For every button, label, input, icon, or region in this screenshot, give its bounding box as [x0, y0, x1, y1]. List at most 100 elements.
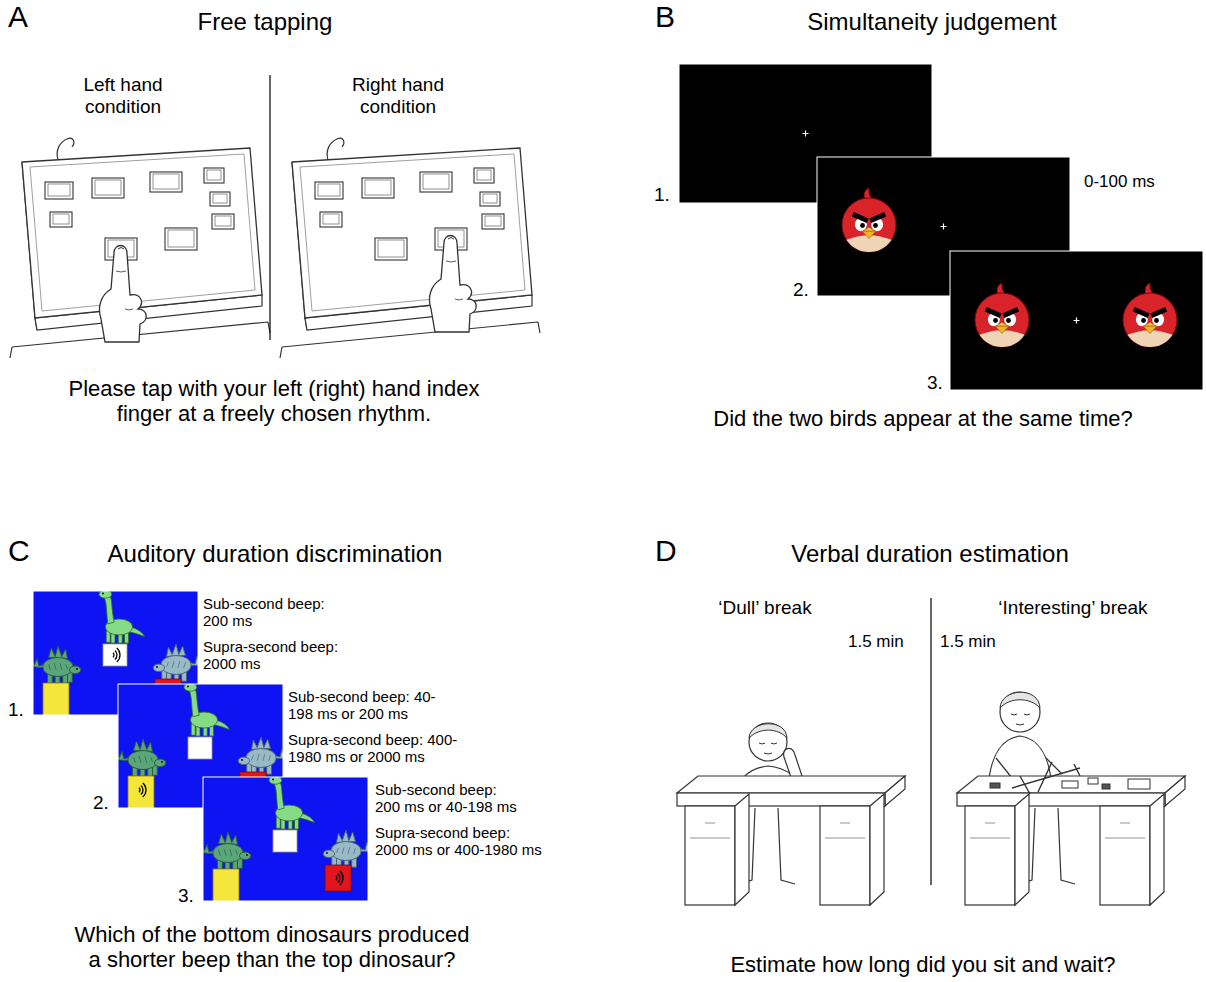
tapping-board — [480, 192, 500, 206]
dinosaur-figure — [331, 842, 361, 861]
dinosaur-figure — [118, 739, 166, 776]
desk — [1165, 776, 1185, 806]
bird-icon — [1144, 322, 1156, 326]
tapping-board — [482, 214, 504, 229]
step-number: 1. — [8, 699, 24, 721]
stimulus-screen — [200, 776, 375, 903]
sound-icon — [115, 650, 117, 659]
tapping-board — [207, 170, 221, 180]
child-figure — [749, 723, 787, 761]
dinosaur-figure — [213, 844, 243, 863]
dinosaur-figure — [43, 658, 73, 677]
screen-content — [188, 737, 212, 759]
bird-icon — [842, 188, 896, 252]
tapping-board — [300, 154, 525, 311]
sound-icon — [139, 788, 140, 793]
bird-icon — [863, 227, 875, 231]
stimulus-screen — [1074, 318, 1080, 324]
screen-content — [128, 776, 154, 808]
tapping-board — [48, 184, 70, 196]
sound-icon — [141, 785, 143, 794]
bird-icon — [1123, 293, 1177, 347]
screen-content — [213, 869, 239, 901]
panel-divider — [270, 75, 271, 340]
desk — [870, 794, 884, 905]
dinosaur-figure — [161, 761, 163, 763]
dinosaur-figure — [337, 830, 356, 842]
desk — [970, 823, 1010, 838]
panel-letter: A — [8, 0, 28, 35]
dinosaur-figure — [274, 781, 284, 810]
bird-icon — [1154, 318, 1159, 323]
sound-icon — [113, 653, 114, 658]
desk — [1015, 794, 1029, 905]
dinosaur-figure — [167, 661, 186, 668]
desk — [1150, 794, 1164, 905]
tapping-board — [477, 170, 491, 180]
screen-content — [103, 644, 127, 666]
desk — [965, 806, 1015, 905]
instruction-text: Did the two birds appear at the same tim… — [643, 406, 1203, 431]
child-figure — [1000, 692, 1040, 732]
child-figure — [996, 758, 1062, 778]
bird-icon — [996, 322, 1008, 326]
beep-duration: Sub-second beep: 200 ms or 40-198 ms — [375, 781, 575, 816]
step-number: 3. — [178, 885, 194, 907]
dinosaur-figure — [167, 644, 186, 656]
stimulus-screen — [941, 224, 947, 230]
tapping-hand — [118, 248, 124, 250]
condition-label: ‘Interesting’ break — [943, 597, 1203, 619]
bird-icon — [860, 223, 865, 228]
desk — [677, 776, 905, 793]
tapping-board — [280, 322, 540, 358]
tapping-hand — [429, 236, 476, 333]
bird-icon — [1123, 283, 1177, 347]
dinosaur-figure — [33, 646, 81, 683]
beep-duration: Supra-second beep: 2000 ms — [203, 638, 343, 673]
step-number: 2. — [793, 279, 809, 301]
dinosaur-figure — [99, 591, 112, 598]
dinosaur-figure — [161, 656, 191, 675]
tapping-board — [168, 230, 194, 247]
condition-label: Left hand condition — [68, 74, 178, 118]
sound-icon — [143, 783, 146, 797]
dinosaur-figure — [102, 592, 104, 594]
tapping-board — [150, 172, 182, 192]
beep-duration: Supra-second beep: 2000 ms or 400-1980 m… — [375, 824, 575, 859]
step-number: 2. — [93, 792, 109, 814]
dinosaur-figure — [69, 666, 80, 674]
tapping-board — [92, 178, 124, 198]
tapping-board — [204, 168, 224, 183]
tapping-hand — [99, 246, 146, 343]
beep-duration: Sub-second beep: 40-198 ms or 200 ms — [288, 688, 488, 723]
sound-icon — [336, 871, 343, 885]
bird-icon — [842, 198, 896, 252]
tapping-hand — [116, 271, 133, 310]
desk — [685, 806, 735, 905]
dinosaur-figure — [219, 849, 238, 856]
tapping-board — [320, 212, 342, 227]
desk — [885, 776, 905, 806]
dinosaur-figure — [184, 684, 197, 691]
toy-pieces — [990, 783, 1000, 788]
screen-content — [43, 683, 69, 715]
toy-pieces — [1062, 781, 1078, 788]
tapping-board — [165, 228, 197, 250]
dinosaur-figure — [187, 685, 189, 687]
condition-label: ‘Dull’ break — [655, 597, 875, 619]
tapping-hand — [99, 246, 146, 343]
child-figure — [1000, 692, 1040, 708]
sound-icon — [336, 876, 337, 881]
tapping-board — [50, 212, 72, 227]
dinosaur-figure — [49, 646, 68, 658]
screen-content — [273, 830, 297, 852]
tapping-board — [378, 240, 404, 257]
toy-pieces — [990, 762, 1150, 794]
dinosaur-figure — [134, 756, 153, 763]
dinosaur-figure — [239, 852, 250, 860]
bird-icon — [1143, 326, 1157, 334]
screen-content — [203, 777, 368, 901]
tapping-board — [210, 192, 230, 206]
dinosaur-figure — [153, 664, 164, 672]
